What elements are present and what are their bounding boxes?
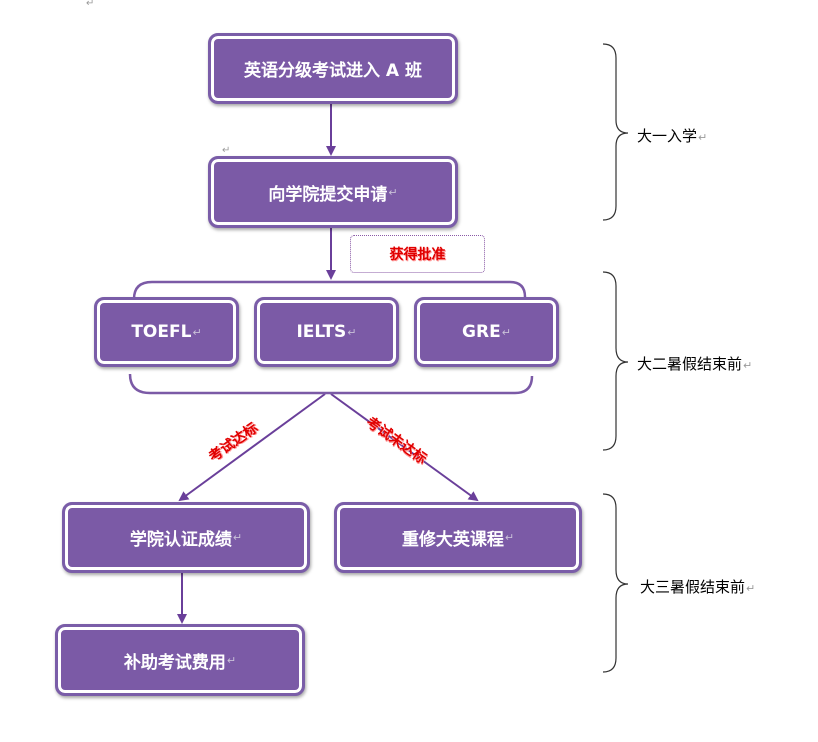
stray-return-mark: ↵ bbox=[86, 0, 95, 9]
approval-label: 获得批准 bbox=[389, 247, 446, 263]
return-mark: ↵ bbox=[746, 582, 756, 595]
return-mark: ↵ bbox=[743, 359, 753, 372]
timeline-label: 大二暑假结束前 bbox=[637, 355, 743, 373]
return-mark: ↵ bbox=[504, 531, 515, 544]
timeline-bracket-3 bbox=[602, 493, 629, 673]
return-mark: ↵ bbox=[698, 131, 708, 144]
timeline-label-sophomore-summer: 大二暑假结束前↵ bbox=[637, 353, 752, 374]
stray-return-mark: ↵ bbox=[222, 145, 231, 156]
exam-label: IELTS bbox=[296, 322, 347, 342]
arrow-exams-to-certify bbox=[178, 393, 326, 502]
stage-label: 重修大英课程 bbox=[401, 530, 504, 550]
exam-label: TOEFL bbox=[131, 322, 192, 342]
return-mark: ↵ bbox=[501, 325, 511, 339]
exam-gre: GRE↵ bbox=[414, 297, 559, 367]
timeline-bracket-1 bbox=[602, 43, 629, 221]
return-mark: ↵ bbox=[347, 325, 357, 339]
stage-label: 学院认证成绩 bbox=[129, 530, 232, 550]
stage-a-class-placement: 英语分级考试进入 A 班 bbox=[208, 33, 458, 104]
stage-subsidy: 补助考试费用↵ bbox=[55, 624, 305, 696]
exam-ielts: IELTS↵ bbox=[254, 297, 399, 367]
arrow-exams-to-retake bbox=[330, 393, 479, 502]
stage-certify-score: 学院认证成绩↵ bbox=[62, 502, 310, 573]
timeline-label-junior-summer: 大三暑假结束前↵ bbox=[640, 576, 755, 597]
timeline-label-freshman-entry: 大一入学↵ bbox=[637, 125, 707, 146]
return-mark: ↵ bbox=[388, 185, 398, 199]
return-mark: ↵ bbox=[226, 653, 237, 667]
return-mark: ↵ bbox=[192, 325, 202, 339]
stage-submit-application: 向学院提交申请↵ bbox=[208, 156, 458, 228]
exam-label: GRE bbox=[462, 322, 501, 342]
timeline-label: 大一入学 bbox=[637, 127, 698, 145]
approval-label-box: 获得批准 bbox=[350, 235, 485, 273]
stage-label: 向学院提交申请 bbox=[268, 184, 388, 205]
timeline-bracket-2 bbox=[602, 271, 629, 451]
stage-retake-course: 重修大英课程↵ bbox=[334, 502, 582, 573]
return-mark: ↵ bbox=[232, 531, 243, 544]
stage-label: 补助考试费用 bbox=[123, 652, 226, 673]
exam-toefl: TOEFL↵ bbox=[94, 297, 239, 367]
stage-label: 英语分级考试进入 A 班 bbox=[244, 61, 422, 81]
exam-group-brace-top bbox=[132, 280, 527, 300]
exam-group-brace-bottom bbox=[128, 373, 534, 395]
timeline-label: 大三暑假结束前 bbox=[640, 578, 746, 596]
